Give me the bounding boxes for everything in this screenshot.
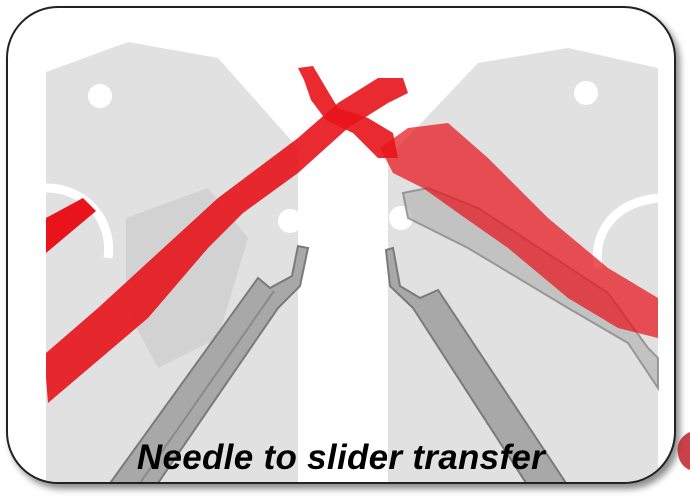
diagram-frame: Needle to slider transfer xyxy=(6,6,676,484)
red-corner-mark xyxy=(673,430,690,470)
diagram-caption: Needle to slider transfer xyxy=(8,438,674,478)
right-plate-hole xyxy=(574,81,598,105)
left-plate-hole-lower xyxy=(278,209,302,233)
left-plate-hole xyxy=(88,84,112,108)
transfer-illustration xyxy=(8,8,676,484)
